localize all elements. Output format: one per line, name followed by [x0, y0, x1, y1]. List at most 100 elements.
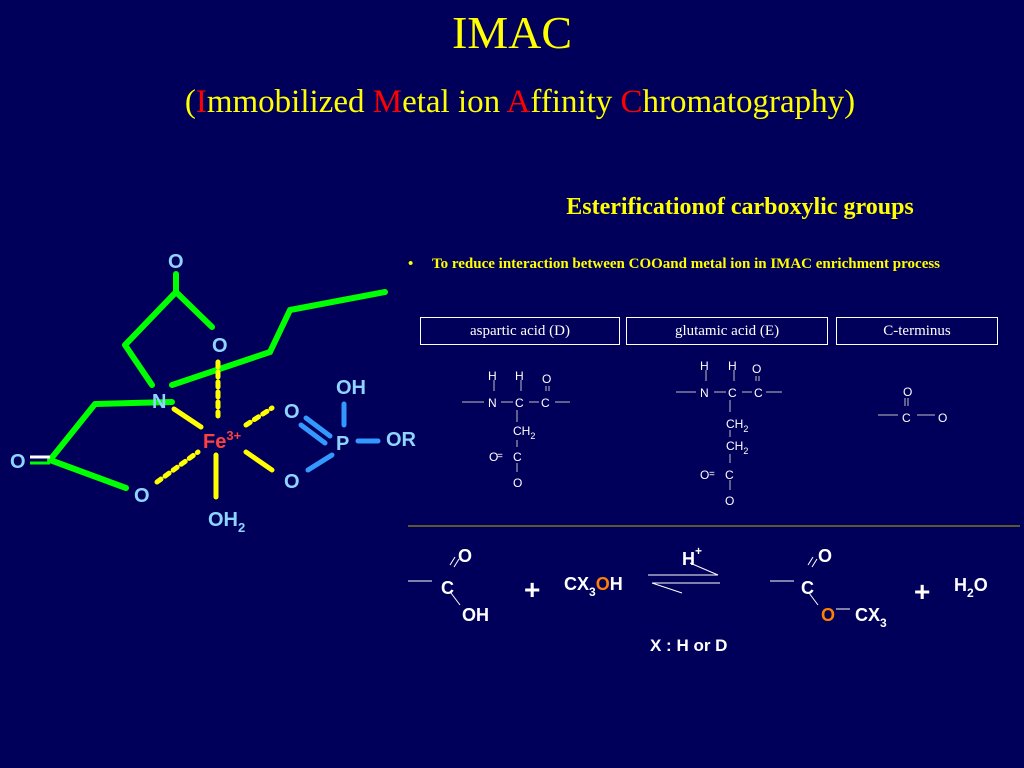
aspartic-acid-box: aspartic acid (D)	[420, 317, 620, 345]
rxn-ester-cx3: CX3	[855, 605, 887, 630]
glu-ch2-b: CH2	[726, 439, 748, 456]
p-o-double-2	[298, 422, 328, 446]
rxn-catalyst: H+	[682, 544, 702, 569]
asp-ch2: CH2	[513, 424, 535, 441]
reaction-labels: O C OH + CX3OH H+ O C O CX3 + H2O X : H …	[441, 544, 988, 655]
rxn-plus-1: +	[524, 574, 540, 605]
asp-c2: C	[541, 396, 550, 410]
asp-o2: O	[489, 450, 498, 464]
glu-ch-b: CH	[726, 439, 743, 453]
glu-ch2-a: CH2	[726, 417, 748, 434]
slide-subtitle: (Immobilized Metal ion Affinity Chromato…	[0, 84, 1024, 121]
subtitle-cap-m: M	[372, 84, 403, 120]
bullet-marker: •	[408, 256, 414, 272]
cterm-o2: O	[938, 411, 947, 425]
subtitle-cap-i: I	[195, 84, 207, 120]
subtitle-cap-c: C	[620, 84, 643, 120]
rxn-alcohol-h: H	[610, 574, 623, 594]
atom-oh2: OH2	[208, 509, 245, 535]
subtitle-cap-a: A	[506, 84, 531, 120]
glu-ch-a: CH	[726, 417, 743, 431]
chelator-backbone-bonds	[47, 271, 388, 491]
atom-o-phosphate-bottom: O	[284, 471, 300, 493]
rxn-ester-cx: CX	[855, 605, 880, 625]
glu-o1: O	[752, 362, 761, 376]
complex-atom-labels: O O N O O OH O P OR O OH2	[10, 251, 417, 535]
asp-c1: C	[515, 396, 524, 410]
glu-eq: =	[709, 469, 715, 480]
glu-ch-a-sub: 2	[743, 424, 748, 434]
glu-c3: C	[725, 468, 734, 482]
glu-h1: H	[700, 359, 709, 373]
rxn-ester-o2: O	[821, 605, 835, 625]
n-alkyl-bond-1	[169, 349, 273, 388]
rxn-ester-c: C	[801, 578, 814, 598]
subtitle-rest-a: ffinity	[530, 84, 621, 120]
glutamic-acid-box: glutamic acid (E)	[626, 317, 828, 345]
p-o-single	[305, 452, 335, 473]
atom-fe: Fe3+	[203, 428, 242, 453]
glu-o3: O	[725, 494, 734, 508]
asp-h2: H	[515, 369, 524, 383]
asp-n: N	[488, 396, 497, 410]
rxn-catalyst-h: H	[682, 549, 695, 569]
cterm-o1: O	[903, 385, 912, 399]
rxn-water-h: H	[954, 575, 967, 595]
atom-o-phosphate-top: O	[284, 401, 300, 423]
asp-ch: CH	[513, 424, 530, 438]
rxn-note: X : H or D	[650, 636, 727, 655]
rxn-alcohol-o: O	[596, 574, 610, 594]
upper-carboxyl-bond	[122, 289, 215, 388]
atom-o-left: O	[10, 451, 26, 473]
rxn-alcohol: CX3OH	[564, 574, 623, 599]
rxn-water-sub: 2	[967, 586, 974, 600]
esterification-reaction: O C OH + CX3OH H+ O C O CX3 + H2O X : H …	[408, 544, 988, 655]
lower-carboxyl-bond	[47, 399, 175, 491]
slide-title: IMAC	[451, 7, 573, 58]
asp-eq: =	[497, 451, 503, 462]
fe-complex-diagram: O O N O O OH O P OR O OH2 Fe3+	[10, 251, 417, 535]
rxn-ester-o1: O	[818, 546, 832, 566]
rxn-acid-oh: OH	[462, 605, 489, 625]
rxn-alcohol-sub: 3	[589, 585, 596, 599]
subtitle-open: (	[184, 84, 196, 120]
atom-or: OR	[386, 429, 417, 451]
rxn-water: H2O	[954, 575, 988, 600]
glu-c2: C	[754, 386, 763, 400]
rxn-catalyst-plus: +	[695, 544, 702, 558]
coordination-bonds	[154, 359, 275, 500]
asp-c3: C	[513, 450, 522, 464]
fe-charge: 3+	[226, 428, 241, 443]
fe-phosphate-o-bond	[243, 449, 275, 473]
glu-n: N	[700, 386, 709, 400]
subtitle-rest-i: mmobilized	[206, 84, 373, 120]
phosphate-bonds	[298, 401, 381, 473]
reaction-bonds	[408, 556, 850, 610]
rxn-water-o: O	[974, 575, 988, 595]
rxn-acid-o: O	[458, 546, 472, 566]
rxn-acid-c: C	[441, 578, 454, 598]
glu-ch-b-sub: 2	[743, 446, 748, 456]
c-terminus-box: C-terminus	[836, 317, 998, 345]
fe-n-bond	[171, 406, 204, 430]
asp-h1: H	[488, 369, 497, 383]
atom-n: N	[152, 391, 166, 413]
rxn-plus-2: +	[914, 576, 930, 607]
atom-o-top: O	[168, 251, 184, 273]
amino-acid-structures: H H O N C C CH2 O = C O H H O N C C CH2 …	[462, 359, 947, 508]
fe-symbol: Fe	[203, 431, 226, 453]
rxn-ester-sub: 3	[880, 616, 887, 630]
rxn-alcohol-cx: CX	[564, 574, 589, 594]
fe-o-lower-dotted	[154, 449, 201, 485]
atom-o-upper: O	[212, 335, 228, 357]
bullet-text: To reduce interaction between COOand met…	[432, 256, 941, 272]
fe-phosphate-o-dotted	[243, 405, 275, 428]
small-structure-labels: H H O N C C CH2 O = C O H H O N C C CH2 …	[488, 359, 947, 508]
oh2-main: OH	[208, 509, 238, 531]
atom-p: P	[336, 433, 349, 455]
asp-ch-sub: 2	[530, 431, 535, 441]
glu-c1: C	[728, 386, 737, 400]
glu-o2: O	[700, 468, 709, 482]
subtitle-rest-c: hromatography)	[642, 84, 856, 120]
